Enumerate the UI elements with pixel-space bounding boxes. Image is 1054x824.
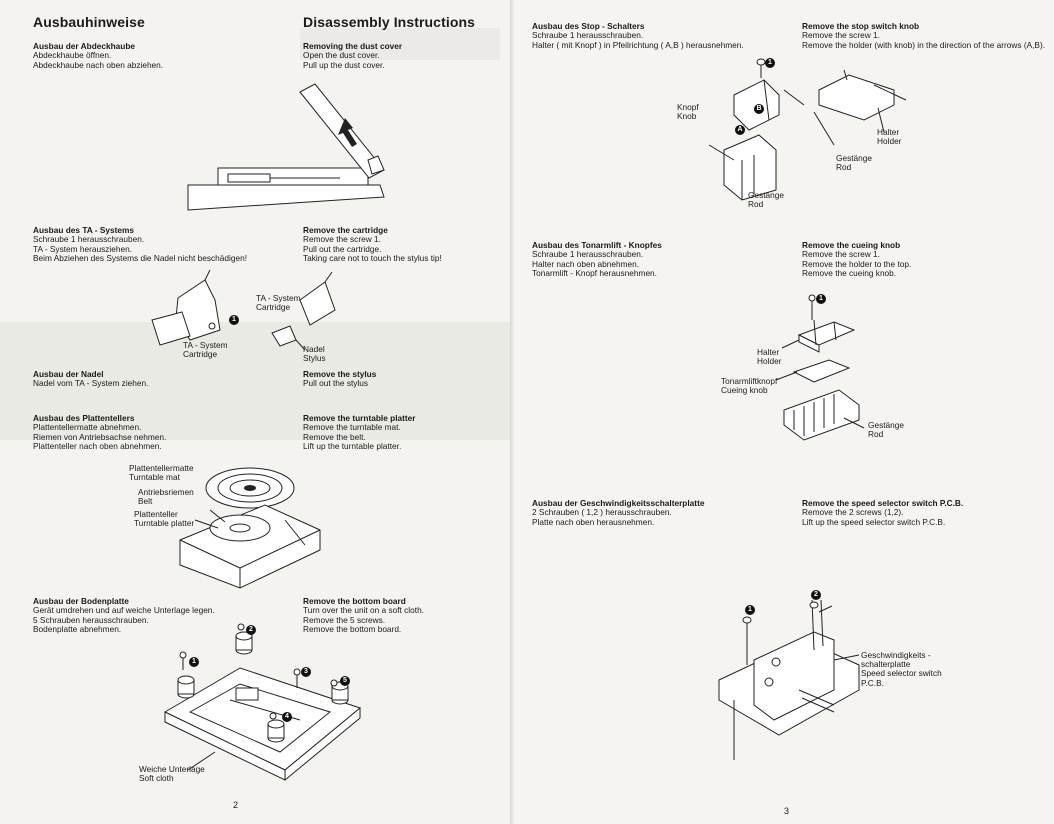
text-speed-pcb-de: 2 Schrauben ( 1,2 ) herausschrauben. Pla… [532,507,672,527]
marker-3-bottom: 3 [301,667,311,677]
heading-cueing-de: Ausbau des Tonarmlift - Knopfes [532,240,662,250]
label-soft-cloth: Weiche Unterlage Soft cloth [139,764,205,784]
marker-1-cueing: 1 [816,294,826,304]
label-rod-2: Gestänge Rod [748,190,784,210]
heading-cartridge-en: Remove the cartridge [303,225,388,235]
heading-stylus-en: Remove the stylus [303,369,377,379]
text-cueing-de: Schraube 1 herausschrauben. Halter nach … [532,249,657,279]
heading-stop-switch-de: Ausbau des Stop - Schalters [532,21,645,31]
label-rod-1: Gestänge Rod [836,153,872,173]
page-number-left: 2 [233,800,239,810]
label-speed-pcb: Geschwindigkeits - schalterplatte Speed … [861,650,942,688]
heading-stop-switch-en: Remove the stop switch knob [802,21,920,31]
speed-pcb-diagram [718,599,860,760]
label-turntable-mat: Plattentellermatte Turntable mat [129,463,194,483]
text-dust-cover-en: Open the dust cover. Pull up the dust co… [303,50,385,70]
label-rod-3: Gestänge Rod [868,420,904,440]
dust-cover-diagram [187,83,385,211]
marker-2-speed: 2 [811,590,821,600]
text-platter-en: Remove the turntable mat. Remove the bel… [303,422,402,452]
text-stop-switch-en: Remove the screw 1. Remove the holder (w… [802,30,1046,50]
heading-stylus-de: Ausbau der Nadel [33,369,104,379]
label-knob: Knopf Knob [677,102,699,122]
marker-a-stop: A [735,125,745,135]
heading-cueing-en: Remove the cueing knob [802,240,901,250]
bottom-board-diagram [163,623,362,782]
heading-platter-en: Remove the turntable platter [303,413,416,423]
text-platter-de: Plattentellermatte abnehmen. Riemen von … [33,422,167,452]
label-ta-system-cartridge-left: TA - System Cartridge [183,340,228,360]
left-page: Ausbauhinweise Disassembly Instructions … [0,0,512,824]
marker-1-stop: 1 [765,58,775,68]
label-holder-1: Halter Holder [877,127,902,147]
label-holder-2: Halter Holder [757,347,782,367]
text-bottom-board-de: Gerät umdrehen und auf weiche Unterlage … [33,605,215,635]
marker-1-speed: 1 [745,605,755,615]
heading-bottom-board-en: Remove the bottom board [303,596,406,606]
turntable-diagram [179,467,321,589]
title-en: Disassembly Instructions [303,14,476,30]
cartridge-diagram [151,269,336,351]
label-platter: Plattenteller Turntable platter [134,509,195,529]
heading-platter-de: Ausbau des Plattentellers [33,413,135,423]
cueing-diagram [775,294,865,441]
label-belt: Antriebsriemen Belt [138,487,194,507]
text-cartridge-de: Schraube 1 herausschrauben. TA - System … [33,234,248,264]
page-number-right: 3 [784,806,790,816]
marker-1-bottom: 1 [189,657,199,667]
label-ta-system-cartridge-top: TA - System Cartridge [256,293,301,313]
heading-speed-pcb-de: Ausbau der Geschwindigkeitsschalterplatt… [532,498,705,508]
label-nadel-stylus: Nadel Stylus [303,344,326,364]
text-stylus-de: Nadel vom TA - System ziehen. [33,378,149,388]
bleed-through-banner [300,28,500,60]
bleed-through-shadow [0,322,512,440]
heading-speed-pcb-en: Remove the speed selector switch P.C.B. [802,498,964,508]
text-bottom-board-en: Turn over the unit on a soft cloth. Remo… [303,605,424,635]
marker-5-bottom: 5 [340,676,350,686]
text-cueing-en: Remove the screw 1. Remove the holder to… [802,249,912,279]
text-cartridge-en: Remove the screw 1. Pull out the cartrid… [303,234,442,264]
marker-1-cartridge: 1 [229,315,239,325]
heading-dust-cover-de: Ausbau der Abdeckhaube [33,41,136,51]
heading-dust-cover-en: Removing the dust cover [303,41,403,51]
text-stylus-en: Pull out the stylus [303,378,369,388]
marker-b-stop: B [754,104,764,114]
marker-4-bottom: 4 [282,712,292,722]
text-speed-pcb-en: Remove the 2 screws (1,2). Lift up the s… [802,507,946,527]
marker-2-bottom: 2 [246,625,256,635]
heading-bottom-board-de: Ausbau der Bodenplatte [33,596,129,606]
label-cueing-knob: Tonarmliftknopf Cueing knob [721,376,778,396]
heading-cartridge-de: Ausbau des TA - Systems [33,225,134,235]
text-dust-cover-de: Abdeckhaube öffnen. Abdeckhaube nach obe… [33,50,164,70]
right-page: Ausbau des Stop - Schalters Schraube 1 h… [514,0,1054,824]
title-de: Ausbauhinweise [33,14,145,30]
text-stop-switch-de: Schraube 1 herausschrauben. Halter ( mit… [532,30,744,50]
page-gutter [510,0,516,824]
